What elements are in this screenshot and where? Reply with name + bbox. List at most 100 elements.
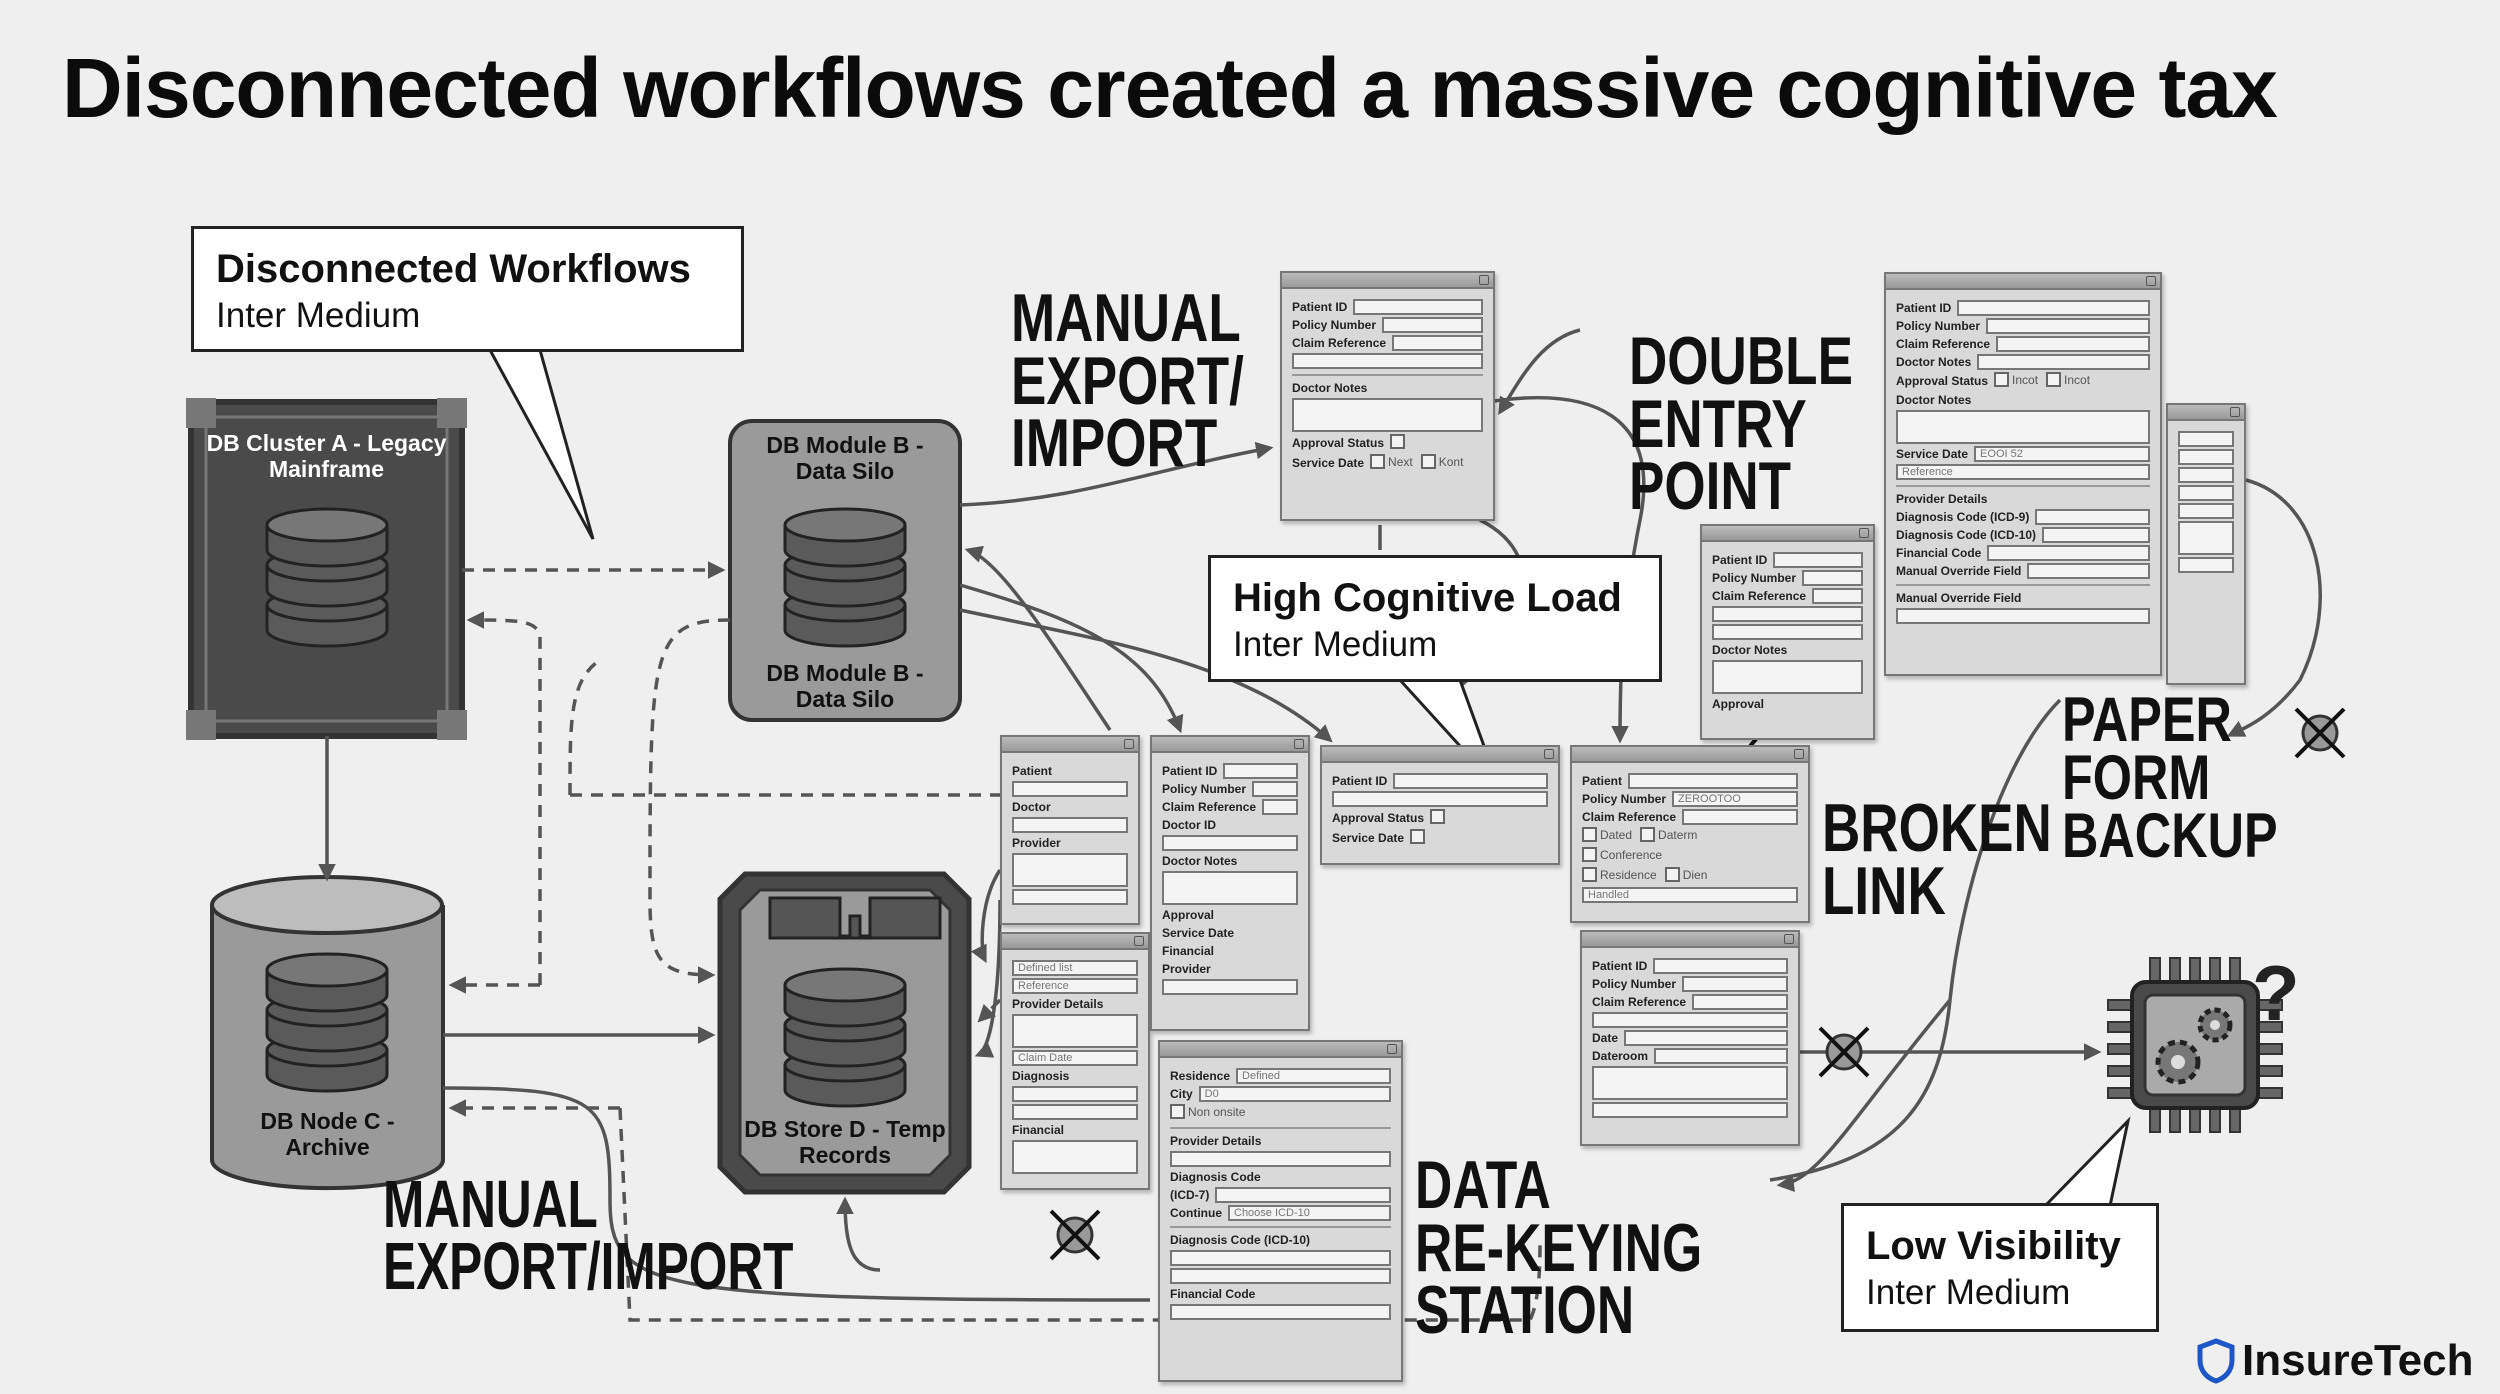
text-field[interactable]	[2178, 431, 2234, 447]
text-field[interactable]: D0	[1198, 1086, 1391, 1102]
text-field[interactable]	[1162, 835, 1298, 851]
checkbox-box[interactable]	[2046, 372, 2062, 387]
text-field[interactable]	[1382, 317, 1483, 333]
checkbox-box[interactable]	[1410, 829, 1426, 844]
textarea-field[interactable]	[1012, 1014, 1138, 1048]
textarea-field[interactable]	[1012, 853, 1128, 887]
text-field[interactable]	[1896, 608, 2150, 624]
text-field[interactable]: Handled	[1582, 887, 1798, 903]
text-field[interactable]	[1332, 791, 1548, 807]
textarea-field[interactable]	[1592, 1066, 1788, 1100]
text-field[interactable]	[1987, 545, 2150, 561]
text-field[interactable]	[1170, 1250, 1391, 1266]
text-field[interactable]	[1957, 300, 2150, 316]
textarea-field[interactable]	[1896, 410, 2150, 444]
checkbox[interactable]: Residence	[1582, 867, 1657, 882]
text-field[interactable]	[1292, 353, 1483, 369]
text-field[interactable]	[1653, 958, 1788, 974]
text-field[interactable]	[1170, 1304, 1391, 1320]
text-field[interactable]	[1654, 1048, 1788, 1064]
checkbox[interactable]: Incot	[2046, 372, 2090, 387]
checkbox[interactable]: Daterm	[1640, 827, 1697, 842]
window-title-bar[interactable]	[1886, 274, 2160, 290]
text-field[interactable]	[2042, 527, 2150, 543]
text-field[interactable]	[1592, 1102, 1788, 1118]
text-field[interactable]	[1977, 354, 2150, 370]
text-field[interactable]: Reference	[1012, 978, 1138, 994]
text-field[interactable]	[1170, 1268, 1391, 1284]
text-field[interactable]	[2178, 467, 2234, 483]
window-title-bar[interactable]	[1322, 747, 1558, 763]
textarea-field[interactable]	[2178, 521, 2234, 555]
text-field[interactable]	[1812, 588, 1863, 604]
text-field[interactable]: Defined list	[1012, 960, 1138, 976]
textarea-field[interactable]	[1712, 660, 1863, 694]
checkbox-box[interactable]	[1994, 372, 2010, 387]
text-field[interactable]: Reference	[1896, 464, 2150, 480]
checkbox-box[interactable]	[1582, 827, 1597, 842]
text-field[interactable]	[1012, 781, 1128, 797]
text-field[interactable]	[2035, 509, 2150, 525]
text-field[interactable]	[2178, 503, 2234, 519]
checkbox[interactable]	[1410, 829, 1426, 844]
text-field[interactable]	[1712, 606, 1863, 622]
window-title-bar[interactable]	[1002, 934, 1148, 950]
window-title-bar[interactable]	[1152, 737, 1308, 753]
checkbox-box[interactable]	[1430, 809, 1446, 824]
text-field[interactable]: Defined	[1236, 1068, 1391, 1084]
text-field[interactable]	[1802, 570, 1863, 586]
window-title-bar[interactable]	[1282, 273, 1493, 289]
text-field[interactable]	[1773, 552, 1863, 568]
checkbox-box[interactable]	[1582, 847, 1597, 862]
checkbox-box[interactable]	[1370, 454, 1386, 469]
textarea-field[interactable]	[1292, 398, 1483, 432]
text-field[interactable]	[1986, 318, 2150, 334]
window-title-bar[interactable]	[1582, 932, 1798, 948]
text-field[interactable]	[1353, 299, 1483, 315]
window-title-bar[interactable]	[1572, 747, 1808, 763]
text-field[interactable]: ZEROOTOO	[1672, 791, 1798, 807]
text-field[interactable]	[1012, 889, 1128, 905]
text-field[interactable]	[1012, 817, 1128, 833]
text-field[interactable]	[1392, 335, 1483, 351]
checkbox-box[interactable]	[1664, 867, 1680, 882]
text-field[interactable]	[1692, 994, 1788, 1010]
text-field[interactable]	[1624, 1030, 1788, 1046]
text-field[interactable]: Choose ICD-10	[1228, 1205, 1391, 1221]
window-title-bar[interactable]	[2168, 405, 2244, 421]
checkbox[interactable]: Non onsite	[1170, 1104, 1245, 1119]
textarea-field[interactable]	[1162, 871, 1298, 905]
text-field[interactable]	[1262, 799, 1298, 815]
text-field[interactable]	[1162, 979, 1298, 995]
text-field[interactable]	[1393, 773, 1548, 789]
window-title-bar[interactable]	[1002, 737, 1138, 753]
text-field[interactable]	[1628, 773, 1798, 789]
text-field[interactable]	[1682, 809, 1798, 825]
text-field[interactable]	[1012, 1086, 1138, 1102]
text-field[interactable]	[2178, 449, 2234, 465]
checkbox[interactable]	[1430, 809, 1446, 824]
checkbox[interactable]: Incot	[1994, 372, 2038, 387]
text-field[interactable]	[2178, 557, 2234, 573]
text-field[interactable]	[1223, 763, 1298, 779]
checkbox[interactable]: Conference	[1582, 847, 1662, 862]
text-field[interactable]	[2178, 485, 2234, 501]
checkbox-box[interactable]	[1390, 434, 1406, 449]
checkbox[interactable]	[1390, 434, 1406, 449]
checkbox-box[interactable]	[1640, 827, 1656, 842]
text-field[interactable]: Claim Date	[1012, 1050, 1138, 1066]
window-title-bar[interactable]	[1160, 1042, 1401, 1058]
checkbox[interactable]: Dated	[1582, 827, 1632, 842]
checkbox-box[interactable]	[1170, 1104, 1185, 1119]
text-field[interactable]	[1592, 1012, 1788, 1028]
text-field[interactable]	[1682, 976, 1788, 992]
text-field[interactable]	[1215, 1187, 1391, 1203]
textarea-field[interactable]	[1012, 1140, 1138, 1174]
text-field[interactable]: EOOI 52	[1974, 446, 2150, 462]
text-field[interactable]	[1012, 1104, 1138, 1120]
text-field[interactable]	[1252, 781, 1298, 797]
text-field[interactable]	[1170, 1151, 1391, 1167]
checkbox[interactable]: Next	[1370, 454, 1413, 469]
text-field[interactable]	[1712, 624, 1863, 640]
text-field[interactable]	[2027, 563, 2150, 579]
